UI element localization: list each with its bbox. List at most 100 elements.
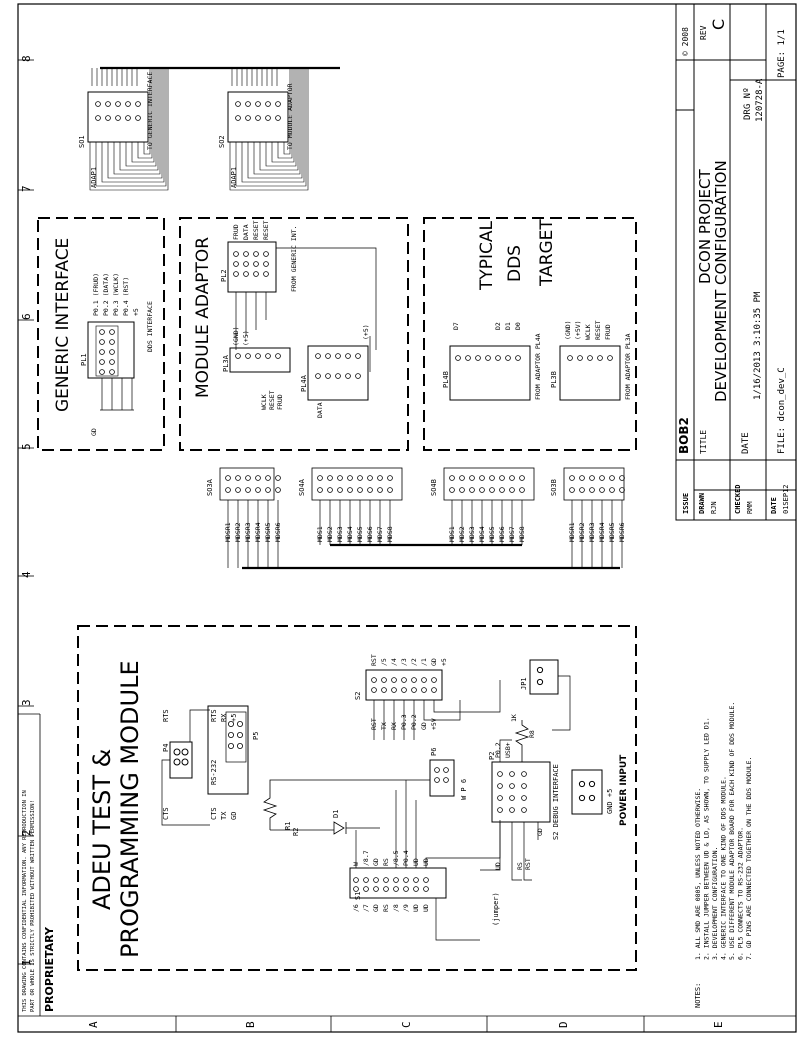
note-line: 3. DEVELOPMENT CONFIGURATION. bbox=[711, 847, 719, 961]
pl3b-connector bbox=[559, 345, 621, 401]
generic-interface-frame bbox=[37, 217, 165, 451]
p5-pin-rts: RTS bbox=[210, 709, 218, 722]
so3b-pin-bottom bbox=[599, 487, 605, 493]
so4b-pin-top bbox=[489, 475, 495, 481]
p5-pin-5v: +5 bbox=[230, 714, 238, 722]
copyright: © 2008 bbox=[681, 27, 690, 56]
so1-ref: SO1 bbox=[78, 135, 86, 148]
so3a-pin-top bbox=[275, 475, 281, 481]
so2-pin-bottom bbox=[235, 115, 241, 121]
so4b-pin-top bbox=[459, 475, 465, 481]
so3a-pin-bottom bbox=[225, 487, 231, 493]
pl2-pin-1: DATA bbox=[242, 224, 250, 240]
pl3a-pin-gnd: (GND) bbox=[232, 326, 240, 346]
s2-right-7: +5 bbox=[440, 658, 448, 666]
note-line: 4. GENERIC INTERFACE TO ONE KIND OF DDS … bbox=[720, 776, 728, 960]
d1-resistor-alt: R1 bbox=[284, 822, 292, 830]
pl4a-5v: (+5) bbox=[362, 324, 370, 340]
col-label-3: 3 bbox=[20, 699, 33, 706]
so4b-pin-bottom bbox=[449, 487, 455, 493]
so4b-pin-top bbox=[449, 475, 455, 481]
power-gd-label: GND +5 bbox=[606, 789, 614, 814]
so4b-pin-top bbox=[509, 475, 515, 481]
date2-label: DATE bbox=[770, 497, 778, 514]
pl4b-d2: D2 bbox=[494, 322, 502, 330]
pl3a-left-1: RESET bbox=[268, 390, 276, 410]
so2-pin-top bbox=[265, 101, 271, 107]
s2-connector bbox=[365, 669, 443, 701]
so3b-pin-bottom bbox=[579, 487, 585, 493]
power-input-connector bbox=[571, 769, 603, 815]
title-line-2: DEVELOPMENT CONFIGURATION bbox=[712, 160, 730, 402]
p4-cts: CTS bbox=[162, 807, 170, 820]
s2-right-1: /5 bbox=[380, 658, 388, 666]
so3a-pin-bottom bbox=[235, 487, 241, 493]
pl3a-ref: PL3A bbox=[222, 354, 230, 372]
p5-pin-gd: GD bbox=[230, 812, 238, 820]
so3b-pin-bottom bbox=[569, 487, 575, 493]
so4a-pin-bottom bbox=[347, 487, 353, 493]
pl3b-from: FROM ADAPTOR PL3A bbox=[624, 333, 632, 400]
company: BOB2 bbox=[677, 417, 691, 454]
checked-by: RMM bbox=[746, 501, 754, 514]
so4b-pin-bottom bbox=[459, 487, 465, 493]
pl2-pin-3: RESET bbox=[262, 220, 270, 240]
so4a-ref: SO4A bbox=[298, 478, 306, 496]
jp1-ref: JP1 bbox=[520, 677, 528, 690]
d1-resistor: R2 bbox=[292, 828, 300, 836]
so4a-pin-bottom bbox=[337, 487, 343, 493]
r8-resistor bbox=[514, 720, 530, 762]
debug-ud: UD bbox=[494, 862, 502, 870]
pl4a-connector bbox=[307, 345, 369, 401]
rev-value: C bbox=[709, 19, 728, 30]
s1-right-1: /8.7 bbox=[362, 850, 370, 866]
so3b-pin-bottom bbox=[609, 487, 615, 493]
debug-pin-usb: USB+ bbox=[504, 742, 512, 758]
pl4b-from: FROM ADAPTOR PL4A bbox=[534, 333, 542, 400]
pl2-connector bbox=[227, 241, 277, 293]
s2-left-6: +5V bbox=[430, 718, 438, 730]
so3b-pin-top bbox=[599, 475, 605, 481]
pl4b-ref: PL4B bbox=[442, 371, 450, 388]
so3a-pin-top bbox=[255, 475, 261, 481]
pl3b-pin-0: (GND) bbox=[564, 320, 572, 340]
so4b-pin-top bbox=[519, 475, 525, 481]
pl3b-pin-2: WCLK bbox=[584, 324, 592, 340]
so4a-pin-bottom bbox=[357, 487, 363, 493]
so4a-pin-top bbox=[347, 475, 353, 481]
so3a-pin-bottom bbox=[245, 487, 251, 493]
s1-ref: S1 bbox=[354, 892, 362, 900]
so4a-pin-top bbox=[317, 475, 323, 481]
so4a-pin-bottom bbox=[377, 487, 383, 493]
so2-pin-top bbox=[235, 101, 241, 107]
so1-pin-top bbox=[105, 101, 111, 107]
s1-left-3: RS bbox=[382, 904, 390, 912]
so3a-connector bbox=[219, 467, 275, 501]
so4a-pin-top bbox=[327, 475, 333, 481]
pl2-sub: FROM GENERIC INT. bbox=[290, 225, 298, 292]
page-number: PAGE: 1/1 bbox=[777, 29, 787, 78]
so4a-pin-bottom bbox=[327, 487, 333, 493]
pl3a-connector bbox=[229, 347, 291, 373]
so2-ref: SO2 bbox=[218, 135, 226, 148]
module-adaptor-frame bbox=[179, 217, 409, 451]
col-label-4: 4 bbox=[20, 571, 33, 578]
title-line-1: DCON PROJECT bbox=[696, 169, 714, 284]
adaptor-title: MODULE ADAPTOR bbox=[193, 237, 213, 398]
pl3a-left-0: WCLK bbox=[260, 394, 268, 410]
column-ticks bbox=[18, 59, 645, 1032]
pl1-connector bbox=[87, 321, 135, 379]
so2-pin-bottom bbox=[255, 115, 261, 121]
so1-pin-top bbox=[135, 101, 141, 107]
so4b-pin-bottom bbox=[499, 487, 505, 493]
pl2-pin-2: RESET bbox=[252, 220, 260, 240]
pl4b-d1: D1 bbox=[504, 322, 512, 330]
col-label-7: 7 bbox=[20, 185, 33, 192]
so3b-pin-top bbox=[619, 475, 625, 481]
so4b-pin-top bbox=[479, 475, 485, 481]
r8-val: 1K bbox=[510, 714, 518, 722]
s1-left-1: /7 bbox=[362, 904, 370, 912]
file-name: FILE: dcon_dev_C bbox=[777, 367, 787, 454]
s2-right-0: RST bbox=[370, 654, 378, 666]
